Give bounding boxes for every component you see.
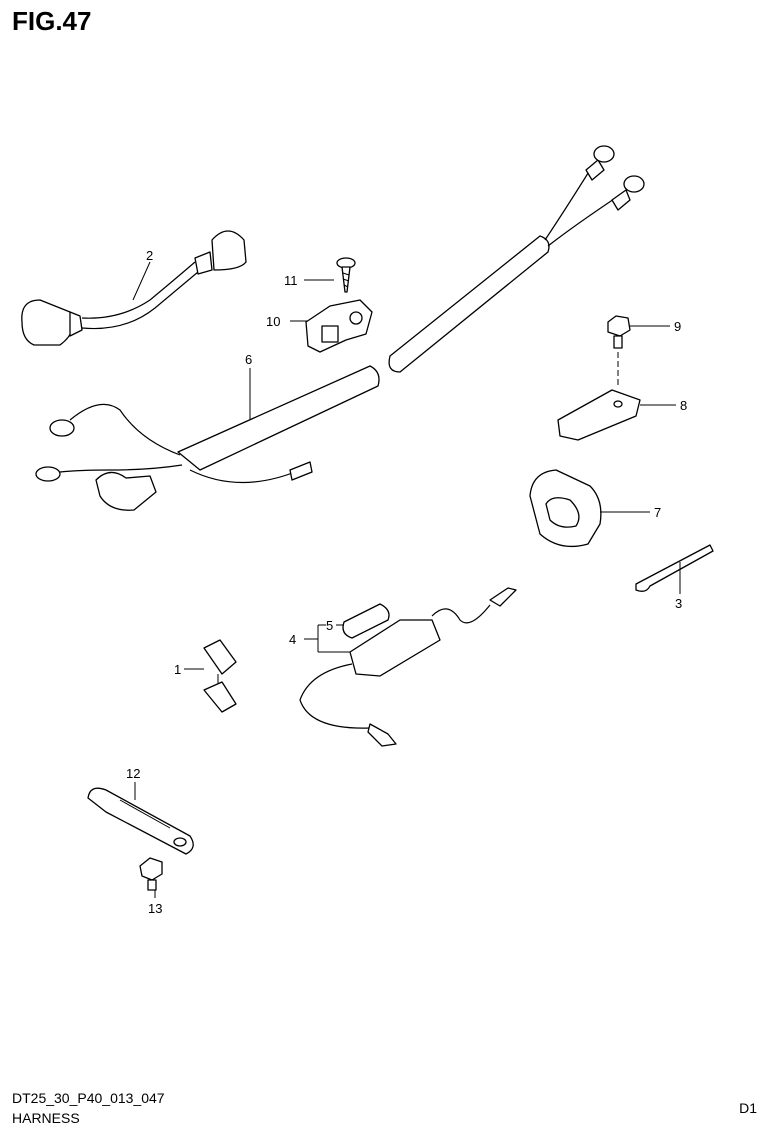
part-10-clamp[interactable] (305, 299, 373, 353)
part-4-fuse-holder[interactable] (299, 587, 517, 747)
callout-2: 2 (146, 248, 153, 263)
part-9-bolt[interactable] (607, 315, 631, 385)
callout-3: 3 (675, 596, 682, 611)
part-3-cable-tie[interactable] (635, 544, 714, 592)
callout-7: 7 (654, 505, 661, 520)
figure-caption: HARNESS (12, 1110, 80, 1126)
callout-4: 4 (289, 632, 296, 647)
model-code: DT25_30_P40_013_047 (12, 1090, 165, 1106)
callout-1: 1 (174, 662, 181, 677)
page-code: D1 (739, 1100, 757, 1116)
part-1-clip[interactable] (203, 639, 237, 713)
callout-10: 10 (266, 314, 280, 329)
figure-title: FIG.47 (12, 6, 92, 36)
part-13-bolt[interactable] (139, 857, 163, 891)
part-7-grommet[interactable] (529, 469, 602, 548)
part-12-bracket[interactable] (87, 787, 194, 855)
part-5-fuse[interactable] (342, 603, 390, 639)
callout-6: 6 (245, 352, 252, 367)
callout-5: 5 (326, 618, 333, 633)
callout-8: 8 (680, 398, 687, 413)
part-8-bracket[interactable] (557, 389, 641, 441)
part-2-battery-cable[interactable] (21, 230, 247, 346)
callout-11: 11 (284, 273, 298, 288)
part-11-screw[interactable] (336, 257, 356, 293)
part-6-main-harness[interactable] (35, 145, 645, 511)
callout-12: 12 (126, 766, 140, 781)
callout-13: 13 (148, 901, 162, 916)
callout-9: 9 (674, 319, 681, 334)
